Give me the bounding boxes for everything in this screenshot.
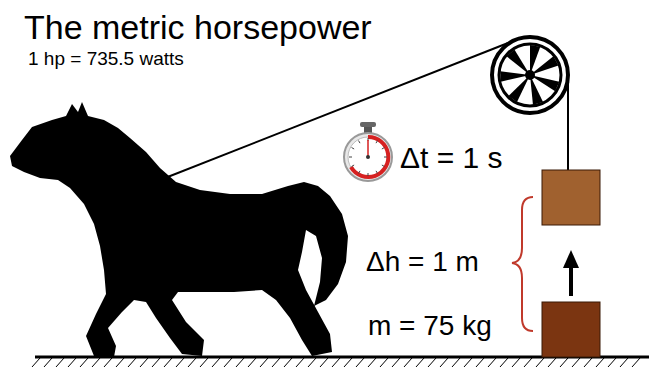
start-mass [542, 302, 600, 357]
ground-hatching [32, 358, 640, 367]
raised-mass [542, 170, 600, 225]
height-label: Δh = 1 m [366, 248, 479, 276]
horse-silhouette [10, 102, 348, 357]
pulley [492, 37, 568, 113]
height-brace [512, 197, 533, 331]
rope [160, 43, 508, 180]
stopwatch [344, 122, 392, 181]
mass-label: m = 75 kg [368, 312, 492, 340]
lift-arrow [569, 266, 573, 296]
subtitle: 1 hp = 735.5 watts [28, 49, 184, 68]
title: The metric horsepower [24, 10, 372, 44]
time-label: Δt = 1 s [400, 143, 503, 173]
lift-arrow-head [563, 250, 579, 268]
